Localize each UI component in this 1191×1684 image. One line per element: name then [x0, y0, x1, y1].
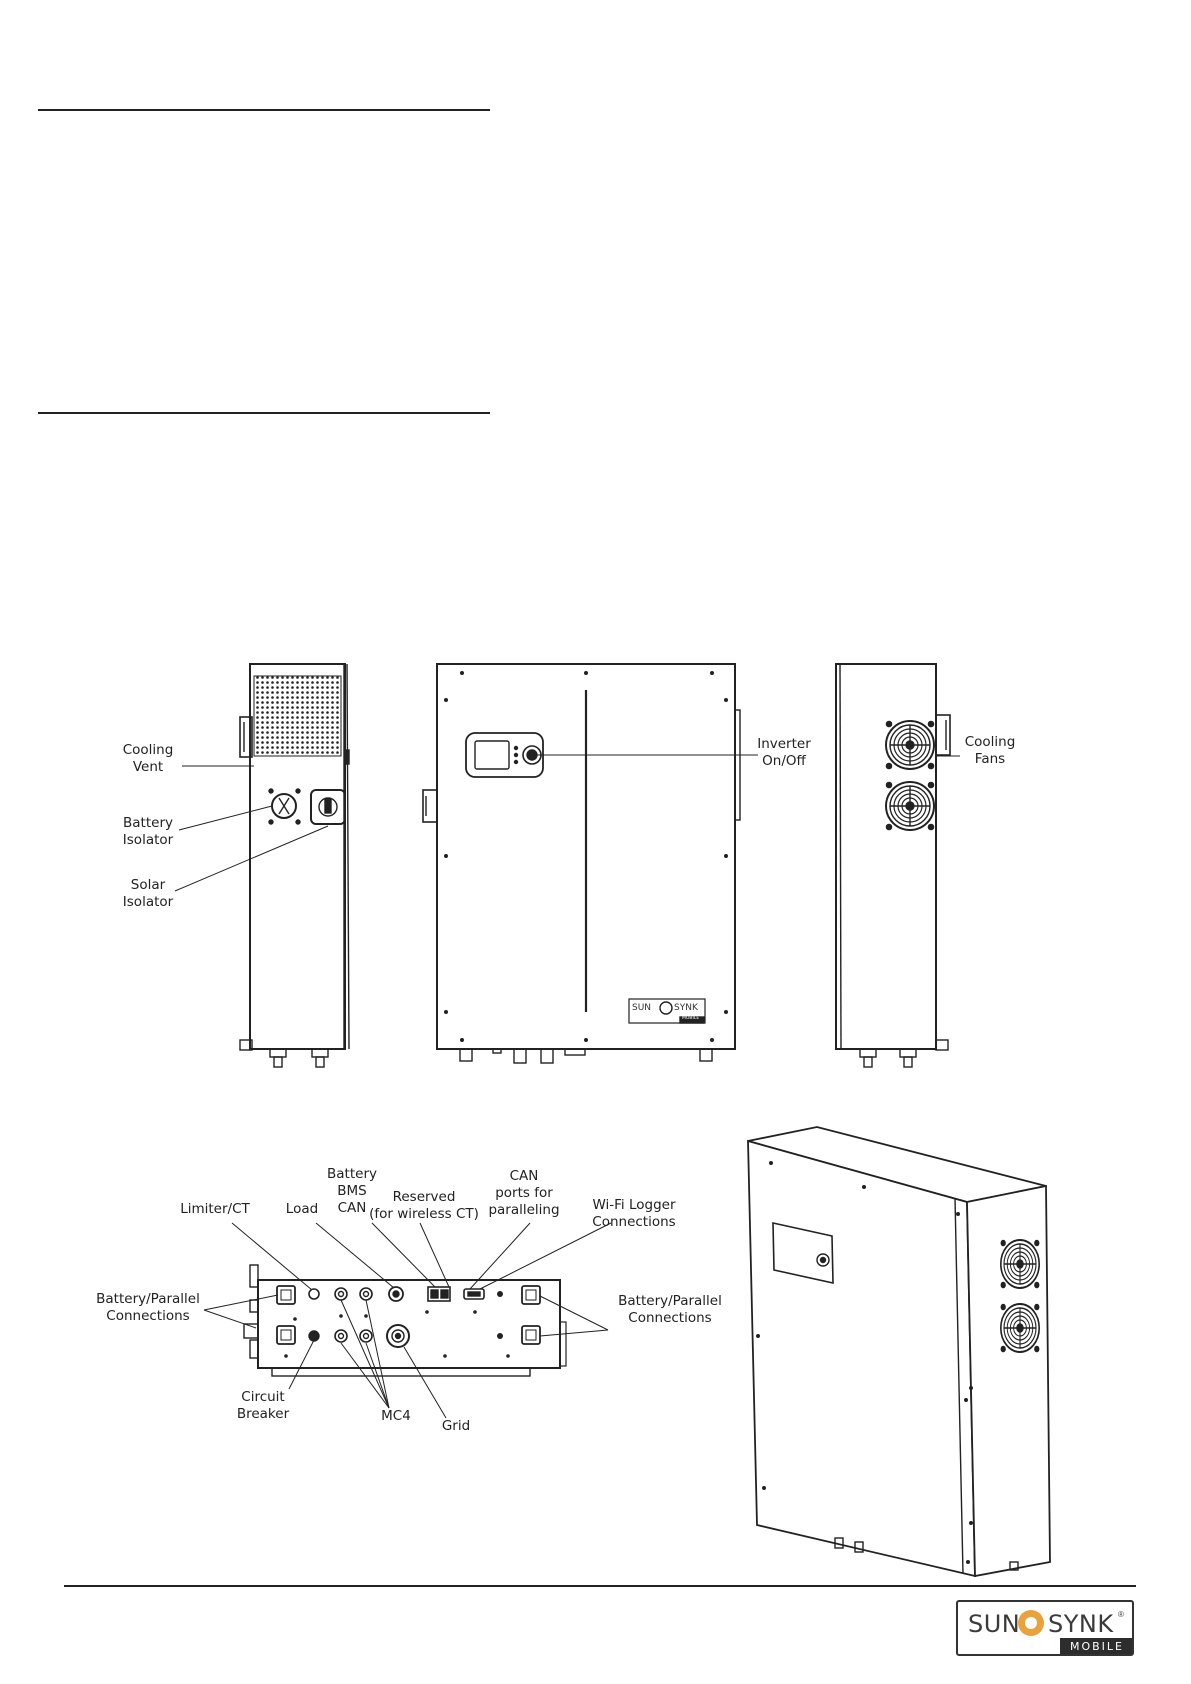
section-rule-middle — [38, 412, 490, 414]
logo-text-sun: SUN — [968, 1610, 1021, 1638]
device-badge-synk: SYNK — [674, 1003, 698, 1013]
label-cooling-vent: Cooling Vent — [122, 742, 174, 775]
logo-text-mobile: MOBILE — [1059, 1638, 1132, 1654]
leader-lines — [174, 754, 960, 1419]
logo-text-synk: SYNK — [1048, 1610, 1114, 1638]
label-battery-bms-can: Battery BMS CAN — [327, 1166, 377, 1216]
bottom-view — [243, 1264, 567, 1377]
section-rule-top — [38, 109, 490, 111]
label-battery-parallel-right: Battery/Parallel Connections — [618, 1293, 722, 1326]
logo-registered-mark: ® — [1118, 1610, 1124, 1619]
label-can-ports: CAN ports for paralleling — [488, 1168, 560, 1218]
front-view — [422, 663, 741, 1064]
isometric-view — [747, 1126, 1051, 1578]
device-badge-sun: SUN — [632, 1003, 652, 1013]
label-battery-isolator: Battery Isolator — [122, 815, 174, 848]
label-limiter-ct: Limiter/CT — [180, 1201, 250, 1217]
device-badge: SUN SYNK MOBILE — [629, 999, 705, 1023]
label-cooling-fans: Cooling Fans — [964, 734, 1016, 767]
label-circuit-breaker: Circuit Breaker — [236, 1389, 290, 1422]
logo-mark-icon — [1018, 1610, 1044, 1636]
label-inverter-onoff: Inverter On/Off — [757, 736, 811, 769]
label-solar-isolator: Solar Isolator — [122, 877, 174, 910]
label-mc4: MC4 — [381, 1408, 411, 1424]
device-badge-mobile: MOBILE — [682, 1016, 700, 1021]
left-side-view — [239, 663, 350, 1068]
label-load: Load — [285, 1201, 319, 1217]
label-reserved: Reserved (for wireless CT) — [369, 1189, 479, 1222]
footer-rule — [64, 1585, 1136, 1587]
label-grid: Grid — [441, 1418, 471, 1434]
label-battery-parallel-left: Battery/Parallel Connections — [96, 1291, 200, 1324]
label-wifi-logger: Wi-Fi Logger Connections — [592, 1197, 676, 1230]
footer-logo: SUN SYNK ® MOBILE — [956, 1600, 1134, 1656]
right-side-view — [835, 663, 951, 1068]
